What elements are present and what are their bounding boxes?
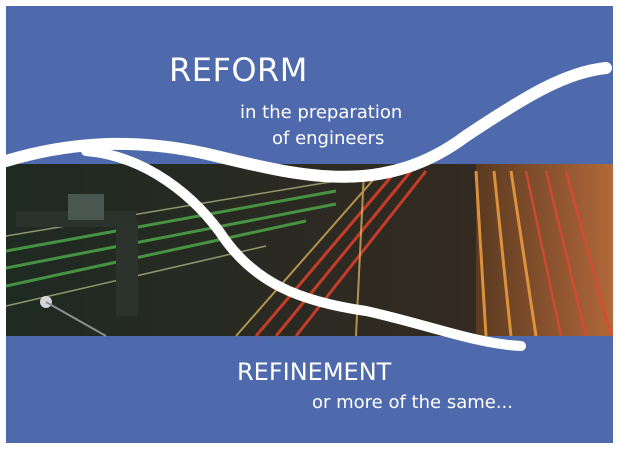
white-wave-graphic bbox=[6, 62, 612, 351]
subheading-line-2: of engineers bbox=[272, 128, 385, 149]
heading-refinement: REFINEMENT bbox=[237, 358, 392, 386]
highway-photo bbox=[6, 164, 613, 337]
subheading-line-1: in the preparation bbox=[240, 102, 403, 123]
subheading-bottom: or more of the same... bbox=[312, 392, 513, 413]
slide: REFORM in the preparation of engineers R… bbox=[6, 6, 613, 443]
heading-reform: REFORM bbox=[169, 51, 308, 89]
